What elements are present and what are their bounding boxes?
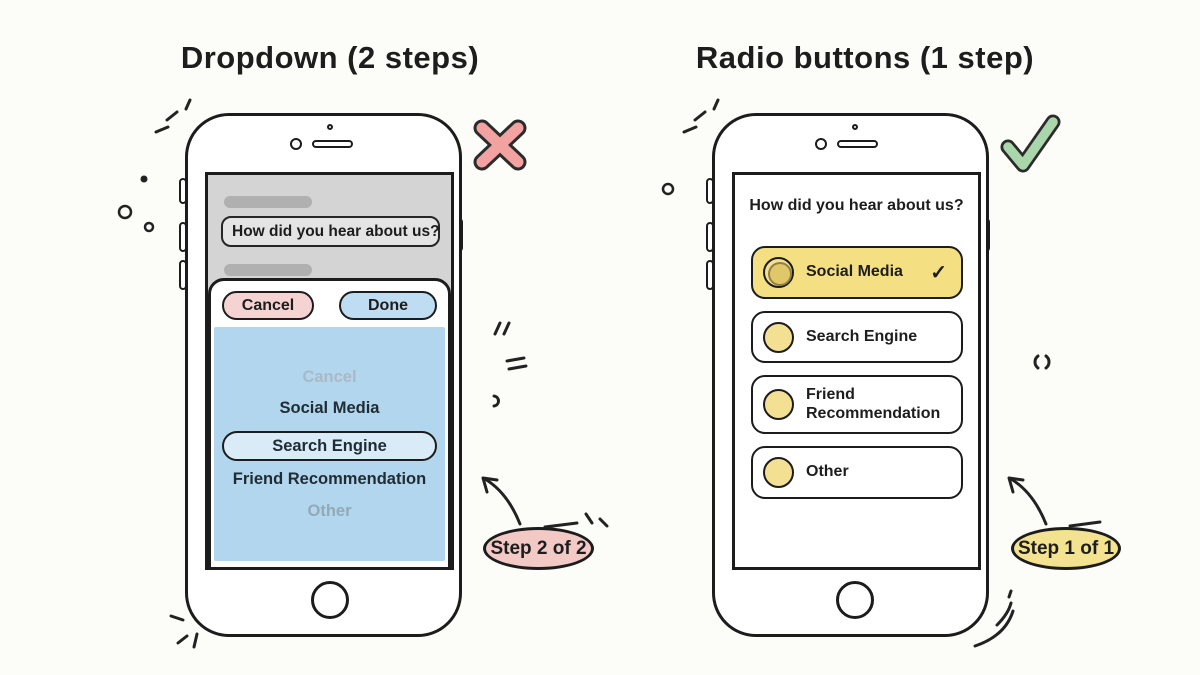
x-mark-icon	[473, 119, 527, 171]
picker-item-cancel[interactable]: Cancel	[302, 368, 357, 386]
dropdown-select-field[interactable]: How did you hear about us?	[221, 216, 440, 247]
right-phone-screen: How did you hear about us? Social Media …	[732, 172, 981, 570]
left-phone-camera	[290, 138, 302, 150]
radio-selected-icon[interactable]	[763, 257, 794, 288]
radio-option-search-engine[interactable]: Search Engine	[751, 311, 963, 363]
placeholder-text-bar	[224, 264, 312, 276]
dropdown-field-label: How did you hear about us?	[232, 222, 440, 240]
check-icon: ✓	[930, 262, 947, 284]
right-phone-camera	[815, 138, 827, 150]
right-panel-title: Radio buttons (1 step)	[695, 40, 1035, 75]
check-mark-icon	[1000, 114, 1061, 173]
done-button[interactable]: Done	[339, 291, 437, 320]
picker-bottom-sheet: Cancel Done Cancel Social Media Search E…	[208, 278, 451, 567]
placeholder-text-bar	[224, 196, 312, 208]
left-step-badge: Step 2 of 2	[483, 527, 594, 570]
left-phone-screen: How did you hear about us? Cancel Done C…	[205, 172, 454, 570]
picker-item-social-media[interactable]: Social Media	[279, 399, 380, 417]
picker-item-other[interactable]: Other	[307, 502, 352, 520]
picker-item-search-engine: Search Engine	[272, 436, 387, 455]
picker-selected-item[interactable]: Search Engine	[222, 431, 437, 461]
left-phone-speaker	[312, 140, 353, 148]
radio-unselected-icon[interactable]	[763, 321, 794, 353]
left-panel-title: Dropdown (2 steps)	[180, 40, 480, 75]
right-phone-speaker	[837, 140, 878, 148]
left-arrow	[481, 476, 579, 529]
radio-option-friend-recommendation[interactable]: Friend Recommendation	[751, 375, 963, 434]
radio-option-other[interactable]: Other	[751, 446, 963, 499]
radio-unselected-icon[interactable]	[763, 389, 794, 420]
cancel-button[interactable]: Cancel	[222, 291, 314, 320]
right-arrow	[1007, 476, 1102, 528]
survey-question: How did you hear about us?	[749, 197, 964, 214]
radio-option-label: Search Engine	[806, 327, 918, 345]
left-phone-home-button[interactable]	[311, 581, 349, 619]
picker-item-friend-recommendation[interactable]: Friend Recommendation	[232, 470, 427, 488]
radio-unselected-icon[interactable]	[763, 457, 794, 488]
radio-option-label: Friend Recommendation	[806, 386, 941, 422]
picker-wheel[interactable]: Cancel Social Media Search Engine Friend…	[214, 327, 445, 561]
right-phone-sensor-dot	[852, 124, 858, 130]
radio-option-label: Other	[806, 463, 849, 481]
radio-option-label: Social Media	[806, 263, 903, 281]
right-step-badge: Step 1 of 1	[1011, 527, 1121, 570]
left-phone-sensor-dot	[327, 124, 333, 130]
radio-option-social-media[interactable]: Social Media ✓	[751, 246, 963, 299]
right-phone-home-button[interactable]	[836, 581, 874, 619]
